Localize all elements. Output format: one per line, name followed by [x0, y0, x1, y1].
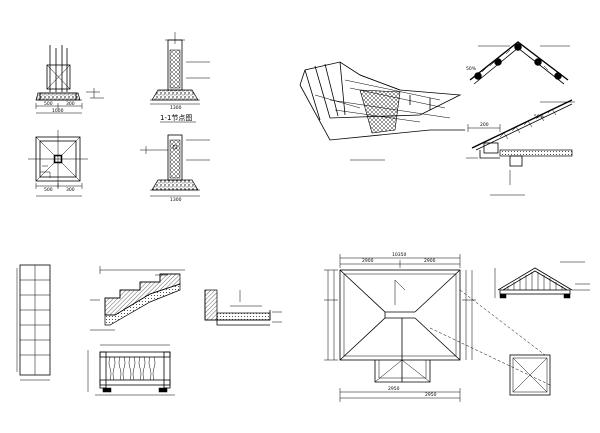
footing-plan-detail: 500 300 [28, 130, 88, 197]
dim-label: 200 [480, 122, 489, 128]
balustrade-elevation [87, 344, 175, 396]
dim-label: 300 [66, 187, 75, 193]
roof-plan: 10350 2900 2900 2950 2950 [324, 252, 551, 402]
skylight-plan [509, 354, 551, 396]
slope-label: 50% [466, 66, 477, 72]
stair-section-detail [90, 266, 185, 331]
dim-label: 1300 [170, 105, 182, 111]
gable-elevation [494, 261, 590, 299]
dim-label: 1000 [52, 108, 64, 114]
roof-isometric-view [299, 61, 465, 161]
dim-label: 2950 [388, 386, 400, 392]
dim-label: 2950 [425, 392, 437, 398]
dim-label: 500 [44, 187, 53, 193]
window-grid-elevation [16, 264, 51, 381]
eave-section-detail: 200 50% [466, 99, 575, 196]
dim-label: 500 [44, 101, 53, 107]
section-title: 1-1节点图 [160, 114, 192, 122]
dim-label: 10350 [392, 252, 406, 258]
dim-label: 2900 [424, 258, 436, 264]
dim-label: 2900 [362, 258, 374, 264]
dim-label: 300 [66, 101, 75, 107]
wall-section-detail: 1300 [140, 134, 210, 203]
footing-elevation-detail: 500 300 1000 [35, 45, 104, 114]
slope-label: 50% [534, 114, 545, 120]
dim-label: 1300 [170, 197, 182, 203]
ridge-tile-detail: 50% [466, 41, 570, 85]
wall-footing-section: 1300 1-1节点图 [150, 32, 210, 123]
wall-slab-junction [204, 289, 282, 326]
